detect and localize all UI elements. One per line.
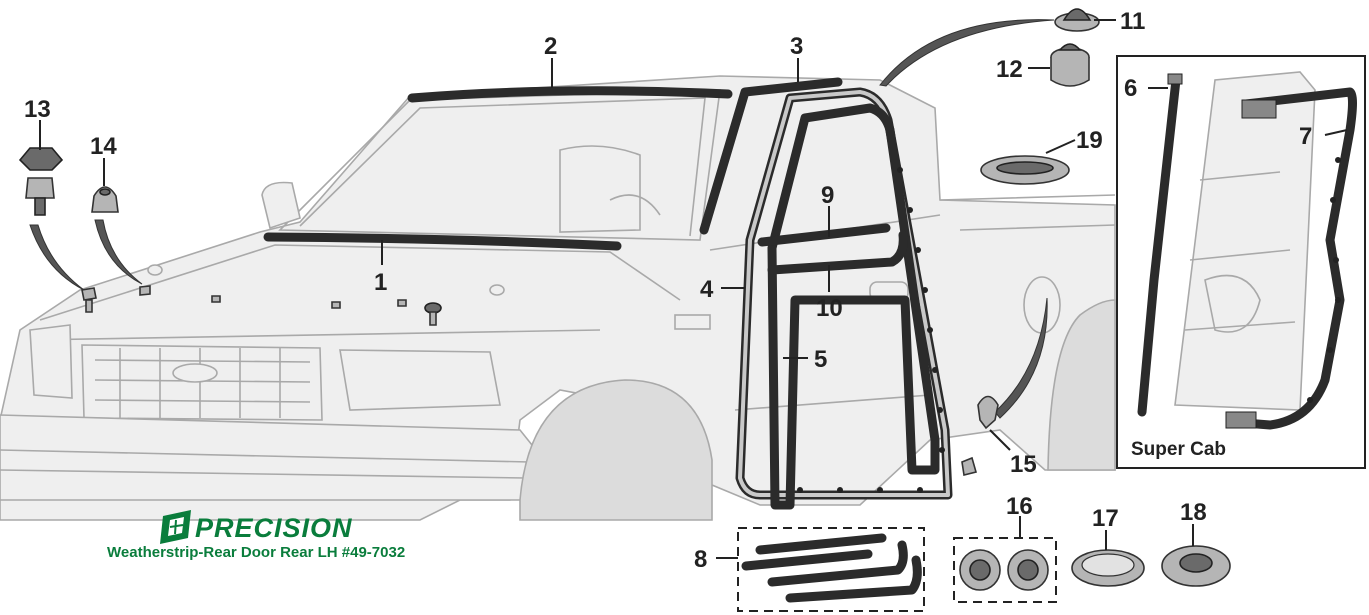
- swoosh-leaders: [29, 19, 1055, 419]
- callout-14: 14: [90, 133, 117, 160]
- ford-oval-emblem: [172, 363, 218, 383]
- part-13-adjuster: [18, 147, 64, 216]
- callout-15: 15: [1010, 451, 1037, 478]
- callout-4: 4: [700, 276, 714, 303]
- part-15-clip: [977, 395, 999, 430]
- callout-10: 10: [816, 295, 843, 322]
- callout-3: 3: [790, 33, 803, 60]
- grille-mesh: [94, 348, 311, 418]
- truck-body-illustration: [0, 75, 1116, 521]
- part-14-bumper: [91, 186, 119, 213]
- callout-16: 16: [1006, 493, 1033, 520]
- callout-9: 9: [821, 182, 834, 209]
- precision-logo-icon: [160, 510, 191, 544]
- callout-5: 5: [814, 346, 827, 373]
- precision-brand: PRECISION Weatherstrip-Rear Door Rear LH…: [107, 510, 405, 561]
- super-cab-seal-6: [1137, 75, 1181, 417]
- hood-bumpers: [81, 285, 977, 476]
- belt-seal-10: [767, 230, 908, 275]
- part-16-group: [953, 537, 1057, 603]
- part-caption: Weatherstrip-Rear Door Rear LH #49-7032: [107, 544, 405, 561]
- super-cab-inset: Super Cab: [1116, 55, 1366, 469]
- callout-6: 6: [1124, 75, 1137, 102]
- part-18-grommet: [1161, 545, 1231, 587]
- callout-19: 19: [1076, 127, 1103, 154]
- callout-18: 18: [1180, 499, 1207, 526]
- part-19-plug: [980, 155, 1070, 185]
- callout-12: 12: [996, 56, 1023, 83]
- callout-7: 7: [1299, 123, 1312, 150]
- callout-2: 2: [544, 33, 557, 60]
- cowl-seal-1: [263, 232, 622, 251]
- callout-1: 1: [374, 269, 387, 296]
- leader-lines: [39, 19, 1348, 559]
- pillar-seal-3: [699, 77, 843, 235]
- part-12-bumper: [1050, 43, 1090, 87]
- callout-8: 8: [694, 546, 707, 573]
- part-8-group: [737, 527, 925, 612]
- super-cab-label: Super Cab: [1131, 439, 1226, 460]
- seal-fastener-dots: [797, 167, 945, 493]
- belt-seal-9: [757, 223, 891, 247]
- callout-17: 17: [1092, 505, 1119, 532]
- door-seal-5: [767, 103, 940, 510]
- weatherstrip-parts: [263, 77, 953, 510]
- brand-name: PRECISION: [195, 513, 353, 543]
- inset-seal-dots: [1307, 157, 1341, 403]
- callout-13: 13: [24, 96, 51, 123]
- part-11-grommet: [1054, 8, 1100, 32]
- part-17-plug: [1071, 549, 1145, 587]
- roof-seal-2: [407, 86, 733, 103]
- callout-11: 11: [1120, 8, 1145, 35]
- callout-numbers: 1 2 3 4 5 6 7 8 9 10 11 12 13 14 15 16 1…: [24, 8, 1312, 573]
- f150-badge: [674, 314, 711, 330]
